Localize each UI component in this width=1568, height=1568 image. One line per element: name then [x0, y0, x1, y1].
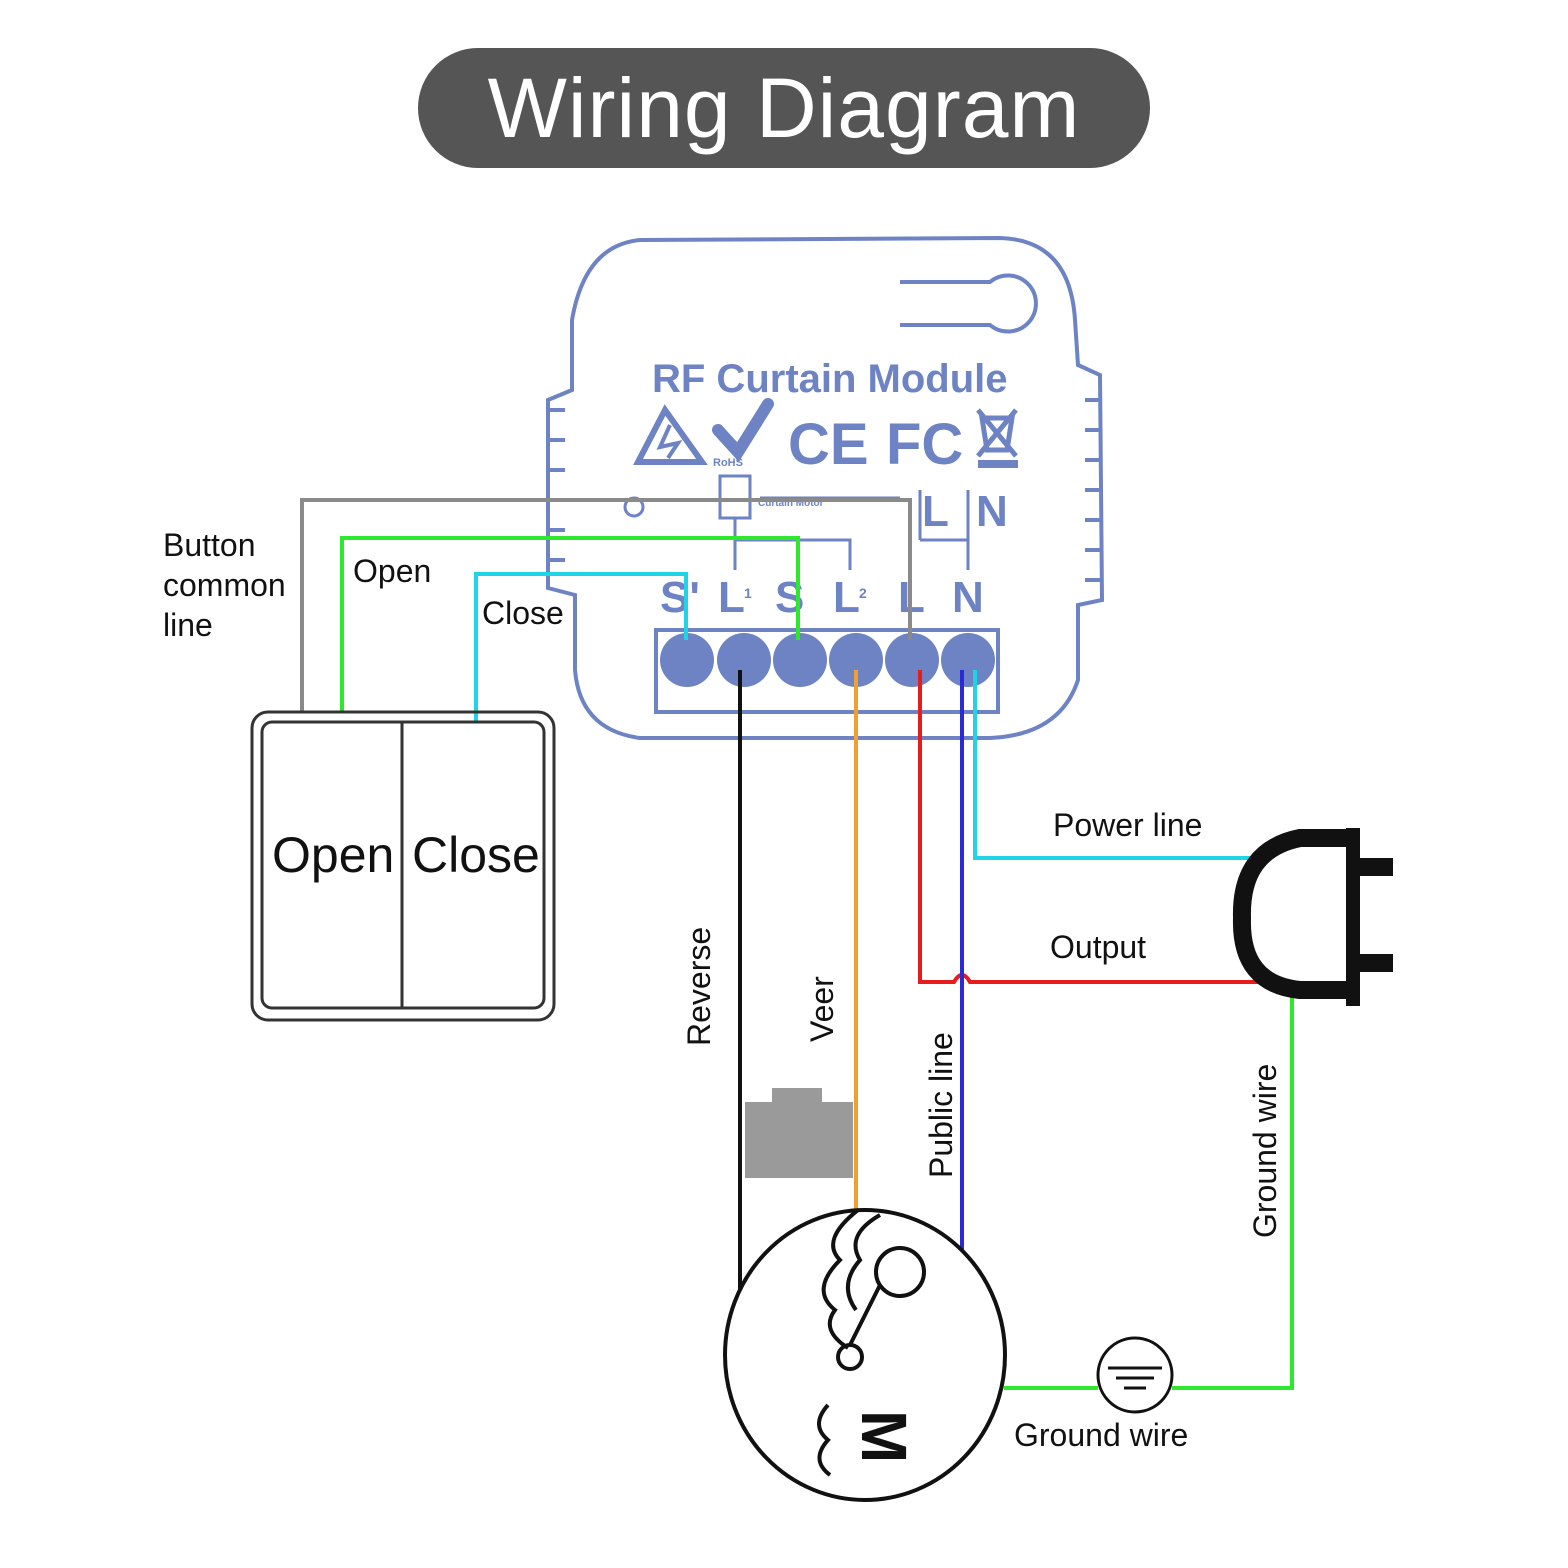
veer-label: Veer [804, 976, 840, 1042]
motor-icon [723, 1208, 1007, 1502]
output-label: Output [1050, 929, 1146, 965]
page-title: Wiring Diagram [487, 60, 1081, 155]
terminal-screws [660, 633, 995, 687]
cyan-close-wire [474, 572, 688, 722]
gray-common-wire [300, 498, 912, 712]
terminal-s [773, 633, 827, 687]
top-terminal-n: N [976, 487, 1008, 536]
warning-triangle-icon [633, 404, 708, 465]
switch-close-button: Close [412, 827, 540, 883]
terminal-l [885, 633, 939, 687]
reverse-label: Reverse [681, 927, 717, 1046]
cyan-power-wire [973, 670, 1268, 860]
check-icon [712, 398, 774, 462]
terminal-labels: S' L 1 S L 2 L N [660, 573, 984, 622]
module-small-print: Curtain Motor [758, 498, 824, 509]
wall-switch [250, 710, 556, 1022]
fcc-mark-icon: FC [886, 412, 963, 477]
button-common-line-label-3: line [163, 607, 213, 643]
terminal-label-l2: L [833, 573, 860, 622]
button-common-line-label-1: Button [163, 527, 256, 563]
title-banner: Wiring Diagram [418, 48, 1150, 168]
button-common-line-label-2: common [163, 567, 286, 603]
close-wire-label: Close [482, 595, 564, 631]
ground-wire-vertical-label: Ground wire [1247, 1064, 1283, 1238]
terminal-n [941, 633, 995, 687]
curtain-module [546, 235, 1105, 740]
motor-symbol: M [848, 1410, 920, 1463]
ground-symbol-icon [1096, 1336, 1174, 1414]
terminal-l2 [829, 633, 883, 687]
ce-mark-icon: CE [788, 412, 869, 477]
module-name: RF Curtain Module [652, 357, 1008, 401]
power-line-label: Power line [1053, 807, 1202, 843]
public-line-label: Public line [923, 1032, 959, 1178]
top-terminal-l: L [922, 487, 949, 536]
weee-bin-icon [976, 408, 1018, 468]
terminal-label-n: N [952, 573, 984, 622]
open-wire-label: Open [353, 553, 431, 589]
green-open-wire [340, 536, 800, 712]
terminal-sub-l2: 2 [859, 585, 867, 601]
green-ground-wire [1004, 990, 1294, 1390]
rohs-mark: RoHS [713, 457, 743, 469]
switch-open-button: Open [272, 827, 394, 883]
capacitor-icon [745, 1088, 853, 1178]
terminal-s-prime [660, 633, 714, 687]
terminal-label-s-prime: S' [660, 573, 700, 622]
terminal-label-l1: L [718, 573, 745, 622]
terminal-sub-l1: 1 [744, 585, 752, 601]
ground-wire-bottom-label: Ground wire [1014, 1417, 1188, 1453]
terminal-l1 [717, 633, 771, 687]
plug-icon [1232, 828, 1393, 1006]
